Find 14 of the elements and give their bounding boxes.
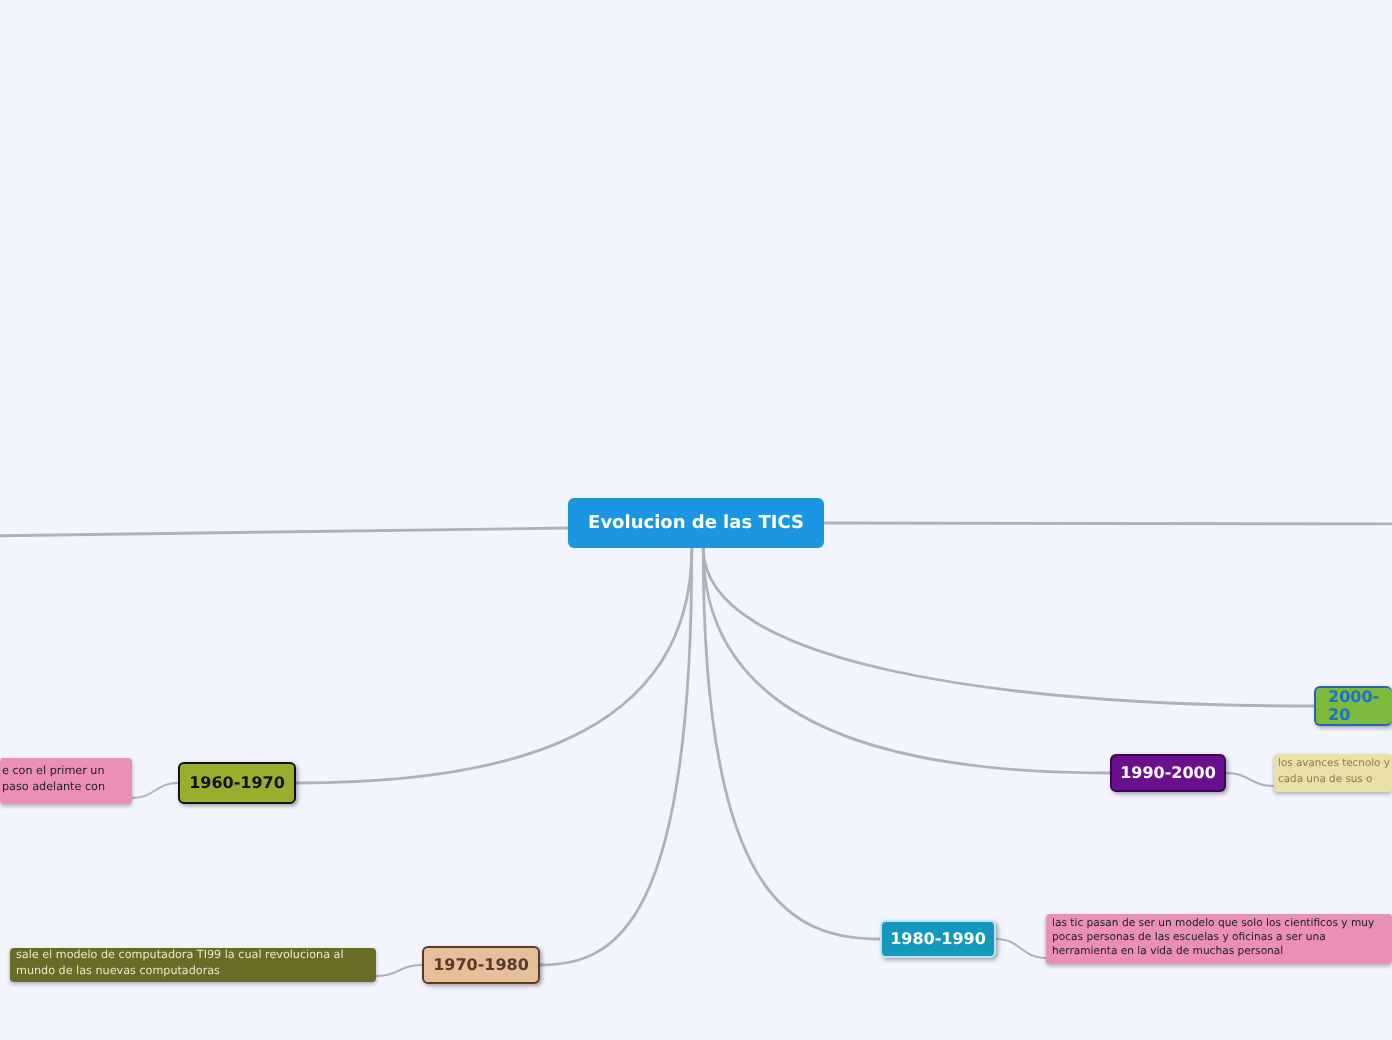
connector-line bbox=[995, 938, 1047, 959]
connector-line bbox=[295, 547, 694, 785]
connector-line bbox=[824, 521, 1392, 526]
connector-line bbox=[1225, 772, 1275, 787]
period-box: 2000-20 bbox=[1314, 686, 1392, 726]
connector-line bbox=[131, 782, 179, 799]
connector-line bbox=[375, 964, 423, 977]
connector-line bbox=[701, 547, 881, 941]
central-topic-box: Evolucion de las TICS bbox=[568, 498, 824, 548]
period-box: 1980-1990 bbox=[880, 920, 996, 958]
period-box: 1960-1970 bbox=[178, 762, 296, 804]
period-box: 1970-1980 bbox=[422, 946, 540, 984]
period-box: 1990-2000 bbox=[1110, 754, 1226, 792]
connector-line bbox=[0, 526, 568, 538]
